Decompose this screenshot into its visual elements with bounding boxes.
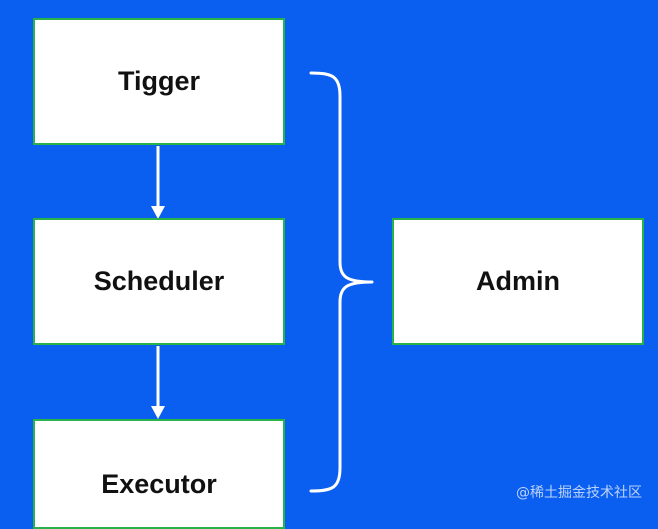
admin-node: Admin	[392, 218, 644, 345]
arrowhead-trigger-to-scheduler	[151, 206, 165, 219]
arrowhead-scheduler-to-executor	[151, 406, 165, 419]
executor-node: Executor	[33, 419, 285, 529]
trigger-node-label: Tigger	[117, 66, 200, 96]
grouping-brace	[309, 71, 374, 493]
watermark: @稀土掘金技术社区	[516, 485, 642, 501]
connector-layer	[151, 71, 374, 493]
executor-node-label: Executor	[101, 468, 217, 499]
admin-node-label: Admin	[476, 266, 560, 296]
scheduler-node: Scheduler	[33, 218, 285, 345]
trigger-node: Tigger	[33, 18, 285, 145]
scheduler-node-label: Scheduler	[93, 266, 225, 296]
